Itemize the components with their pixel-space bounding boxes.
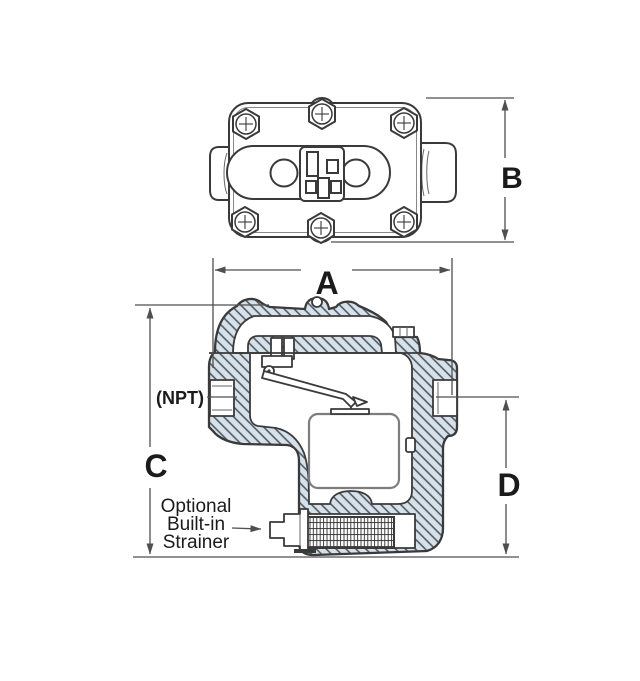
lever-arm <box>261 370 357 408</box>
strainer-screen <box>305 516 395 549</box>
plan-inlet-tab <box>209 146 230 201</box>
inverted-bucket <box>307 412 401 490</box>
cap-cavity <box>232 315 397 354</box>
strainer-note-line-3: Strainer <box>163 532 230 553</box>
plan-outlet-connector-arc <box>426 150 430 195</box>
strainer-leader-line <box>231 525 262 533</box>
inlet-port <box>209 379 235 417</box>
bucket-tab <box>330 408 370 415</box>
dimension-c-label: C <box>144 448 167 484</box>
valve-seat <box>261 355 293 368</box>
cover-bolt <box>390 206 418 238</box>
plan-inlet-tab-arc <box>223 152 228 195</box>
npt-annotation: (NPT) <box>156 388 237 408</box>
bucket-mechanism <box>261 337 401 490</box>
strainer-annotation: Optional Built-in Strainer <box>161 496 262 553</box>
cover-bolt <box>308 98 336 130</box>
vent-knob <box>311 296 323 308</box>
strainer-assembly <box>269 508 416 553</box>
strainer-note-line-2: Built-in <box>167 514 225 535</box>
strainer-plug-ledge <box>294 549 316 553</box>
plan-outlet-connector <box>420 142 457 203</box>
strainer-note-line-1: Optional <box>161 496 232 517</box>
wall-notch <box>405 437 416 453</box>
cover-bolt <box>307 212 335 244</box>
top-plug <box>392 326 415 338</box>
dimension-d-label: D <box>497 467 520 503</box>
npt-label: (NPT) <box>156 388 204 408</box>
cover-bolt <box>390 107 418 139</box>
dimension-d: D <box>436 396 521 555</box>
outlet-port <box>432 379 458 417</box>
cover-boss-hole-right <box>341 158 371 188</box>
plan-view <box>209 97 457 244</box>
cover-bolt <box>231 206 259 238</box>
dimension-a: A <box>212 258 453 395</box>
lever-tail <box>352 396 368 407</box>
dimension-a-label: A <box>315 265 338 301</box>
cover-bolt <box>232 108 260 140</box>
dimension-c: C <box>135 304 269 555</box>
section-view <box>207 296 459 557</box>
cover-boss-hole-left <box>269 158 299 188</box>
nameplate <box>299 146 345 202</box>
dimension-b: B <box>331 97 523 243</box>
strainer-plug <box>269 508 309 552</box>
dimension-b-label: B <box>501 162 523 195</box>
